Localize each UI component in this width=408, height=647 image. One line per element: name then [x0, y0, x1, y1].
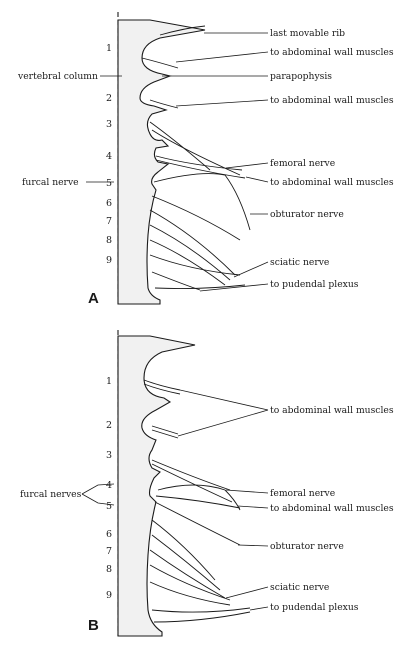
rib-a [159, 25, 206, 36]
label-parapophysis: parapophysis [270, 71, 332, 82]
leaders-b [81, 389, 269, 611]
label-b-abdominal-1: to abdominal wall muscles [270, 405, 394, 416]
vertebra-number-a-4: 4 [106, 151, 112, 162]
vertebra-number-b-2: 2 [106, 420, 112, 431]
vertebra-number-b-6: 6 [106, 529, 112, 540]
vertebra-number-a-3: 3 [106, 119, 112, 130]
nerves-a [141, 57, 251, 291]
vertebra-numbers-a: 1 2 3 4 5 6 7 8 9 [106, 43, 112, 266]
vertebra-number-a-1: 1 [106, 43, 112, 54]
right-labels-b: to abdominal wall muscles femoral nerve … [270, 405, 394, 613]
label-a-abdominal-2: to abdominal wall muscles [270, 95, 394, 106]
label-b-femoral-nerve: femoral nerve [270, 488, 335, 499]
vertebral-column-a [117, 19, 206, 305]
vertebral-column-b [117, 335, 196, 637]
vertebra-number-a-2: 2 [106, 93, 112, 104]
vertebra-number-a-5: 5 [106, 178, 112, 189]
vertebra-number-b-3: 3 [106, 450, 112, 461]
leaders-a [86, 32, 269, 292]
label-a-abdominal-3: to abdominal wall muscles [270, 177, 394, 188]
right-labels-a: last movable rib to abdominal wall muscl… [270, 28, 394, 290]
vertebra-number-a-7: 7 [106, 216, 112, 227]
label-a-pudendal-plexus: to pudendal plexus [270, 279, 359, 290]
label-a-sciatic-nerve: sciatic nerve [270, 257, 329, 268]
label-b-abdominal-2: to abdominal wall muscles [270, 503, 394, 514]
vertebra-number-b-4: 4 [106, 480, 112, 491]
panel-b [81, 330, 269, 637]
label-furcal-nerves: furcal nerves [20, 489, 82, 500]
label-a-femoral-nerve: femoral nerve [270, 158, 335, 169]
vertebra-numbers-b: 1 2 3 4 5 6 7 8 9 [106, 376, 112, 601]
label-last-movable-rib: last movable rib [270, 28, 345, 39]
panel-a [86, 12, 269, 305]
label-furcal-nerve: furcal nerve [22, 177, 79, 188]
label-a-obturator-nerve: obturator nerve [270, 209, 344, 220]
vertebra-number-b-8: 8 [106, 564, 112, 575]
panel-letter-b: B [88, 617, 99, 634]
label-b-obturator-nerve: obturator nerve [270, 541, 344, 552]
vertebra-number-a-6: 6 [106, 198, 112, 209]
vertebra-number-b-1: 1 [106, 376, 112, 387]
label-a-abdominal-1: to abdominal wall muscles [270, 47, 394, 58]
vertebra-number-a-9: 9 [106, 255, 112, 266]
vertebra-number-b-5: 5 [106, 501, 112, 512]
label-b-pudendal-plexus: to pudendal plexus [270, 602, 359, 613]
panel-letter-a: A [88, 290, 99, 307]
vertebra-number-b-9: 9 [106, 590, 112, 601]
vertebra-number-a-8: 8 [106, 235, 112, 246]
label-vertebral-column: vertebral column [17, 71, 98, 82]
nerves-b [143, 379, 251, 623]
label-b-sciatic-nerve: sciatic nerve [270, 582, 329, 593]
vertebra-number-b-7: 7 [106, 546, 112, 557]
